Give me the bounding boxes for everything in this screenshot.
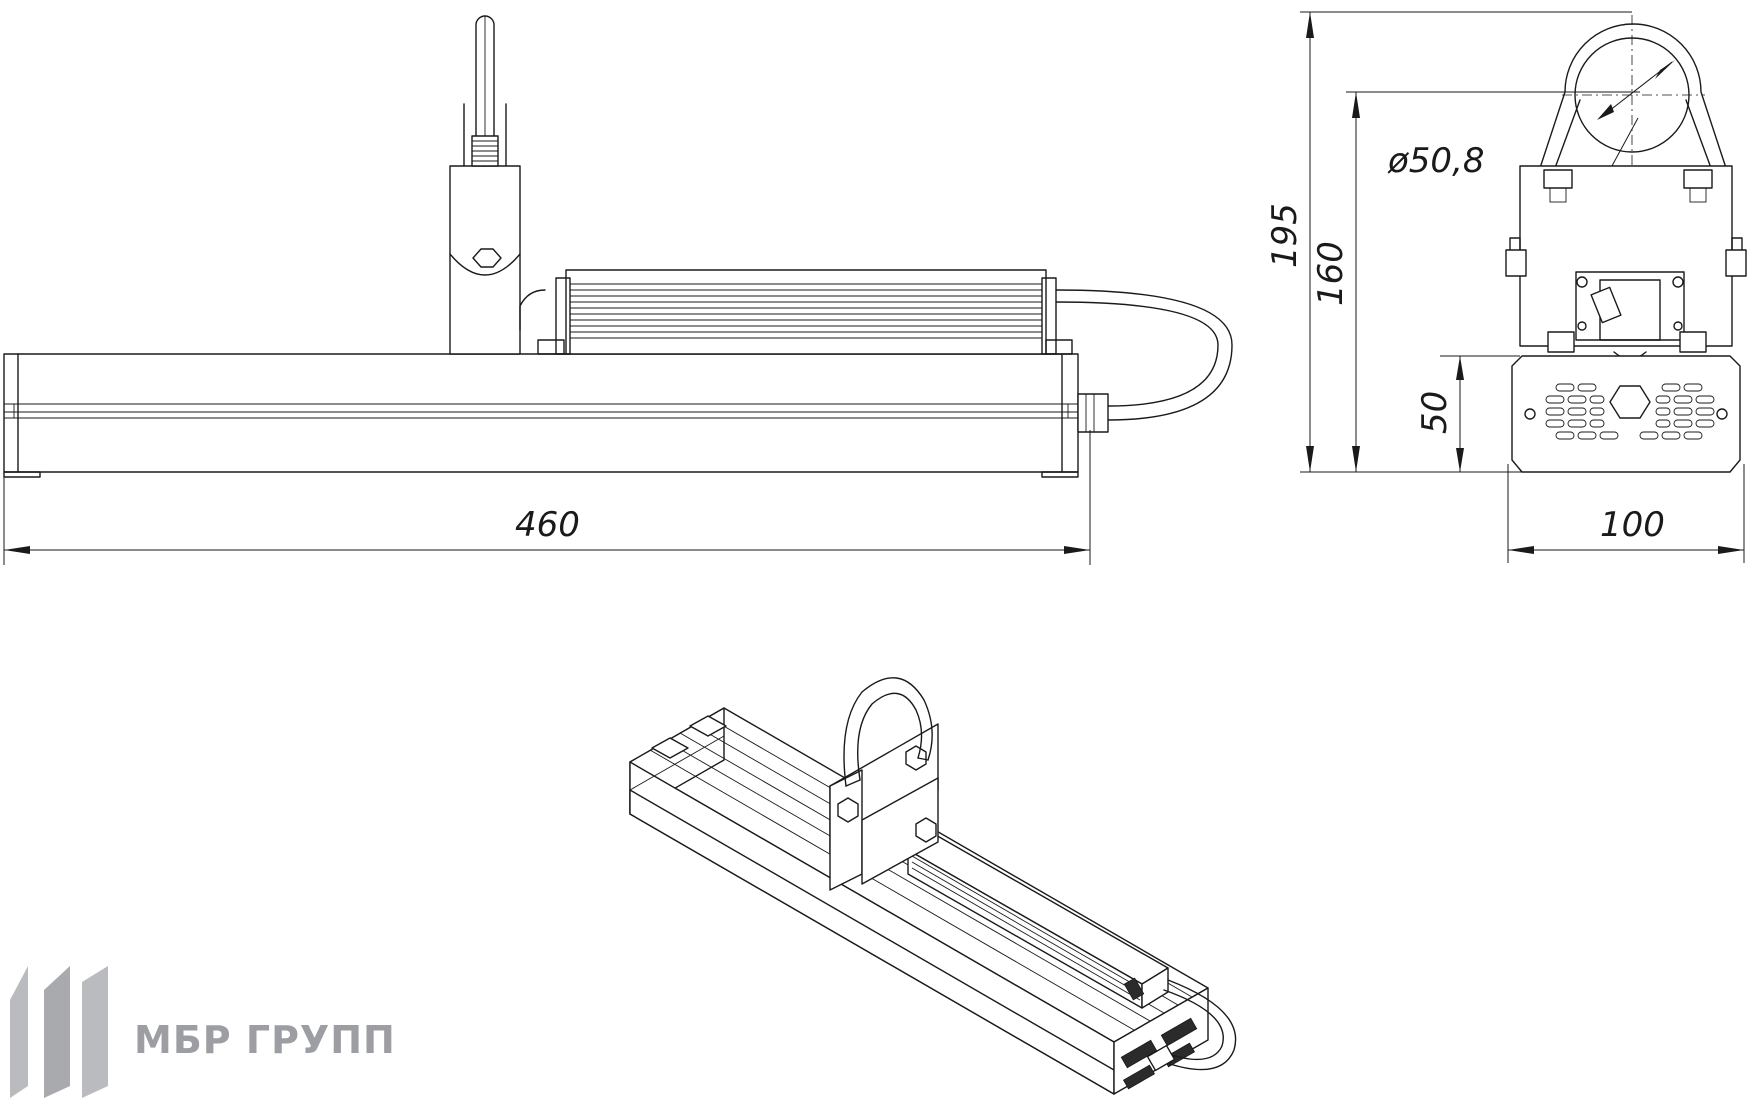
isometric-view — [629, 677, 1237, 1095]
dim-body-height-label: 50 — [1415, 391, 1455, 434]
dimension-width: 100 — [1507, 464, 1745, 563]
dim-length-label: 460 — [515, 505, 580, 545]
dimension-heights: 195 160 50 — [1265, 11, 1640, 473]
company-logo-text: МБР ГРУПП — [134, 1018, 396, 1062]
company-logo-mark — [10, 966, 108, 1098]
dimension-length: 460 — [3, 430, 1091, 565]
dim-height-total-label: 195 — [1265, 203, 1305, 268]
dim-height-pipe-label: 160 — [1311, 241, 1351, 306]
dim-pipe-diameter-label: ø50,8 — [1387, 141, 1485, 181]
side-view: ø50,8 — [1387, 15, 1747, 473]
front-view — [3, 15, 1233, 478]
vent-slots — [1545, 383, 1715, 440]
dim-width-label: 100 — [1600, 505, 1665, 545]
